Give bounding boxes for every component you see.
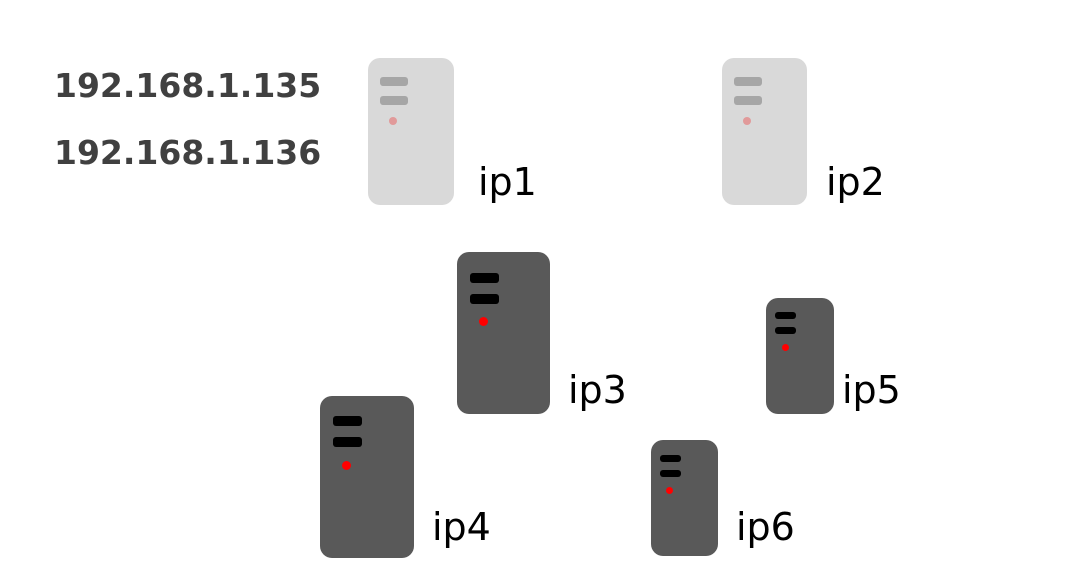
server-slot (734, 77, 762, 86)
server-icon (722, 58, 807, 205)
ip-address-list: 192.168.1.135 192.168.1.136 (54, 52, 321, 186)
server-led (342, 461, 351, 470)
server-led (666, 487, 673, 494)
server-icon (457, 252, 550, 414)
server-label: ip6 (736, 505, 795, 549)
ip-address: 192.168.1.136 (54, 133, 322, 172)
server-icon (320, 396, 414, 558)
server-slot (333, 416, 362, 426)
server-led (743, 117, 751, 125)
server-icon (766, 298, 834, 414)
server-label: ip5 (842, 368, 901, 412)
server-slot (380, 77, 408, 86)
server-slot (380, 96, 408, 105)
server-slot (470, 294, 499, 304)
server-slot (775, 327, 796, 334)
server-slot (734, 96, 762, 105)
server-led (389, 117, 397, 125)
server-slot (660, 455, 681, 462)
server-slot (660, 470, 681, 477)
server-icon (368, 58, 454, 205)
server-label: ip3 (568, 368, 627, 412)
server-led (782, 344, 789, 351)
ip-address: 192.168.1.135 (54, 66, 322, 105)
server-slot (775, 312, 796, 319)
server-label: ip4 (432, 505, 491, 549)
server-label: ip2 (826, 160, 885, 204)
server-icon (651, 440, 718, 556)
server-label: ip1 (478, 160, 537, 204)
server-slot (470, 273, 499, 283)
server-slot (333, 437, 362, 447)
server-led (479, 317, 488, 326)
